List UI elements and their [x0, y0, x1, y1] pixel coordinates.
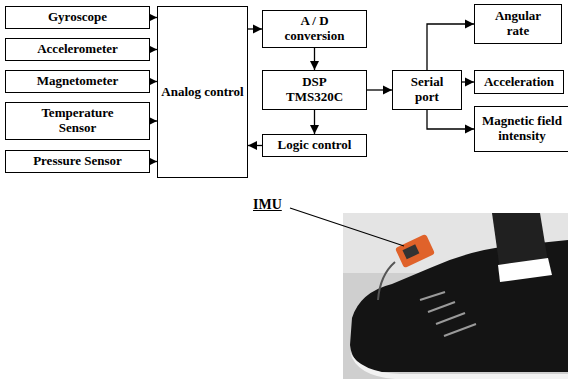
arrow-connector — [314, 48, 315, 70]
imu-device — [395, 234, 435, 268]
box-label: Gyroscope — [48, 10, 107, 25]
arrow-connector — [150, 161, 157, 162]
shoe-sole — [350, 352, 568, 379]
process-box: Acceleration — [474, 70, 564, 94]
box-label: Serial port — [402, 75, 452, 105]
box-label: Accelerometer — [37, 42, 118, 57]
process-box: Magnetic field intensity — [474, 106, 568, 152]
process-box: Gyroscope — [5, 6, 150, 29]
arrow-connector — [314, 110, 315, 134]
arrow-connector — [150, 120, 157, 121]
sock — [498, 258, 552, 282]
arrow-connector — [150, 81, 157, 82]
box-label: Angular rate — [487, 9, 549, 39]
arrow-connector — [427, 110, 474, 129]
callout-label: IMU — [252, 197, 283, 213]
imu-label-plate — [402, 244, 419, 259]
process-box: Temperature Sensor — [5, 102, 150, 140]
leader-line — [290, 208, 404, 246]
process-box: Pressure Sensor — [5, 150, 150, 173]
box-label: Analog control — [161, 85, 243, 100]
box-label: Magnetometer — [37, 74, 119, 89]
box-label: Temperature Sensor — [28, 106, 128, 136]
arrow-connector — [248, 145, 262, 146]
imu-cable — [378, 262, 395, 300]
photo-background — [343, 213, 568, 379]
arrow-connector — [150, 49, 157, 50]
box-label: DSP TMS320C — [275, 75, 355, 105]
process-box: Serial port — [392, 70, 462, 110]
process-box: Logic control — [262, 134, 367, 157]
box-label: Pressure Sensor — [33, 154, 122, 169]
arrow-connector — [427, 24, 474, 70]
process-box: A / D conversion — [262, 10, 367, 48]
process-box: Angular rate — [474, 4, 562, 44]
box-label: Magnetic field intensity — [479, 114, 565, 144]
arrow-connector — [367, 89, 392, 90]
arrow-connector — [462, 81, 474, 82]
process-box: Analog control — [157, 6, 248, 178]
process-box: DSP TMS320C — [262, 70, 367, 110]
shoe-body — [350, 240, 568, 372]
box-label: A / D conversion — [275, 14, 355, 44]
arrow-connector — [248, 28, 262, 29]
box-label: Logic control — [278, 138, 352, 153]
shoe-laces — [420, 292, 476, 336]
box-label: Acceleration — [484, 75, 554, 90]
process-box: Magnetometer — [5, 70, 150, 93]
process-box: Accelerometer — [5, 38, 150, 61]
arrow-connector — [150, 17, 157, 18]
